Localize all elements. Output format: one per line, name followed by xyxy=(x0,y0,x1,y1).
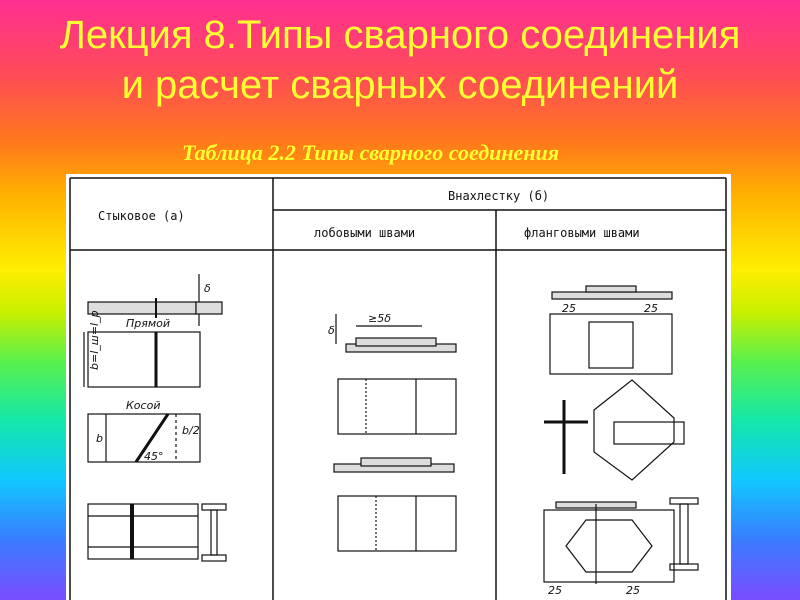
flank-lap-drawings xyxy=(543,285,699,584)
label-angle: 45° xyxy=(144,450,164,463)
label-b-half: b/2 xyxy=(182,424,200,437)
table-caption: Таблица 2.2 Типы сварного соединения xyxy=(182,140,560,165)
table-grid xyxy=(69,177,727,600)
header-frontal: лобовыми швами xyxy=(314,226,415,240)
header-flank: фланговыми швами xyxy=(524,226,640,240)
header-butt: Стыковое (а) xyxy=(98,209,185,223)
label-delta-frontal: δ xyxy=(328,324,335,337)
label-25-bottom-right: 25 xyxy=(626,584,640,597)
label-b: b xyxy=(96,432,103,445)
slide-title: Лекция 8.Типы сварного соединения и расч… xyxy=(0,10,800,110)
label-5delta: ≥5δ xyxy=(368,312,391,325)
label-b-formula: b=l_ш=l_р xyxy=(88,310,101,370)
label-oblique: Косой xyxy=(126,399,160,412)
label-delta-butt: δ xyxy=(204,282,211,295)
slide-title-line-2: и расчет сварных соединений xyxy=(121,63,679,107)
weld-types-figure: Стыковое (а) Внахлестку (б) лобовыми шва… xyxy=(66,174,731,600)
label-straight: Прямой xyxy=(126,317,170,330)
slide-title-line-1: Лекция 8.Типы сварного соединения xyxy=(59,13,741,57)
header-lap: Внахлестку (б) xyxy=(448,189,549,203)
label-25-left: 25 xyxy=(562,302,576,315)
frontal-lap-drawings xyxy=(333,314,457,552)
label-25-bottom-left: 25 xyxy=(548,584,562,597)
butt-weld-drawings xyxy=(83,274,227,562)
weld-types-drawing: Стыковое (а) Внахлестку (б) лобовыми шва… xyxy=(69,177,727,600)
label-25-right: 25 xyxy=(644,302,658,315)
